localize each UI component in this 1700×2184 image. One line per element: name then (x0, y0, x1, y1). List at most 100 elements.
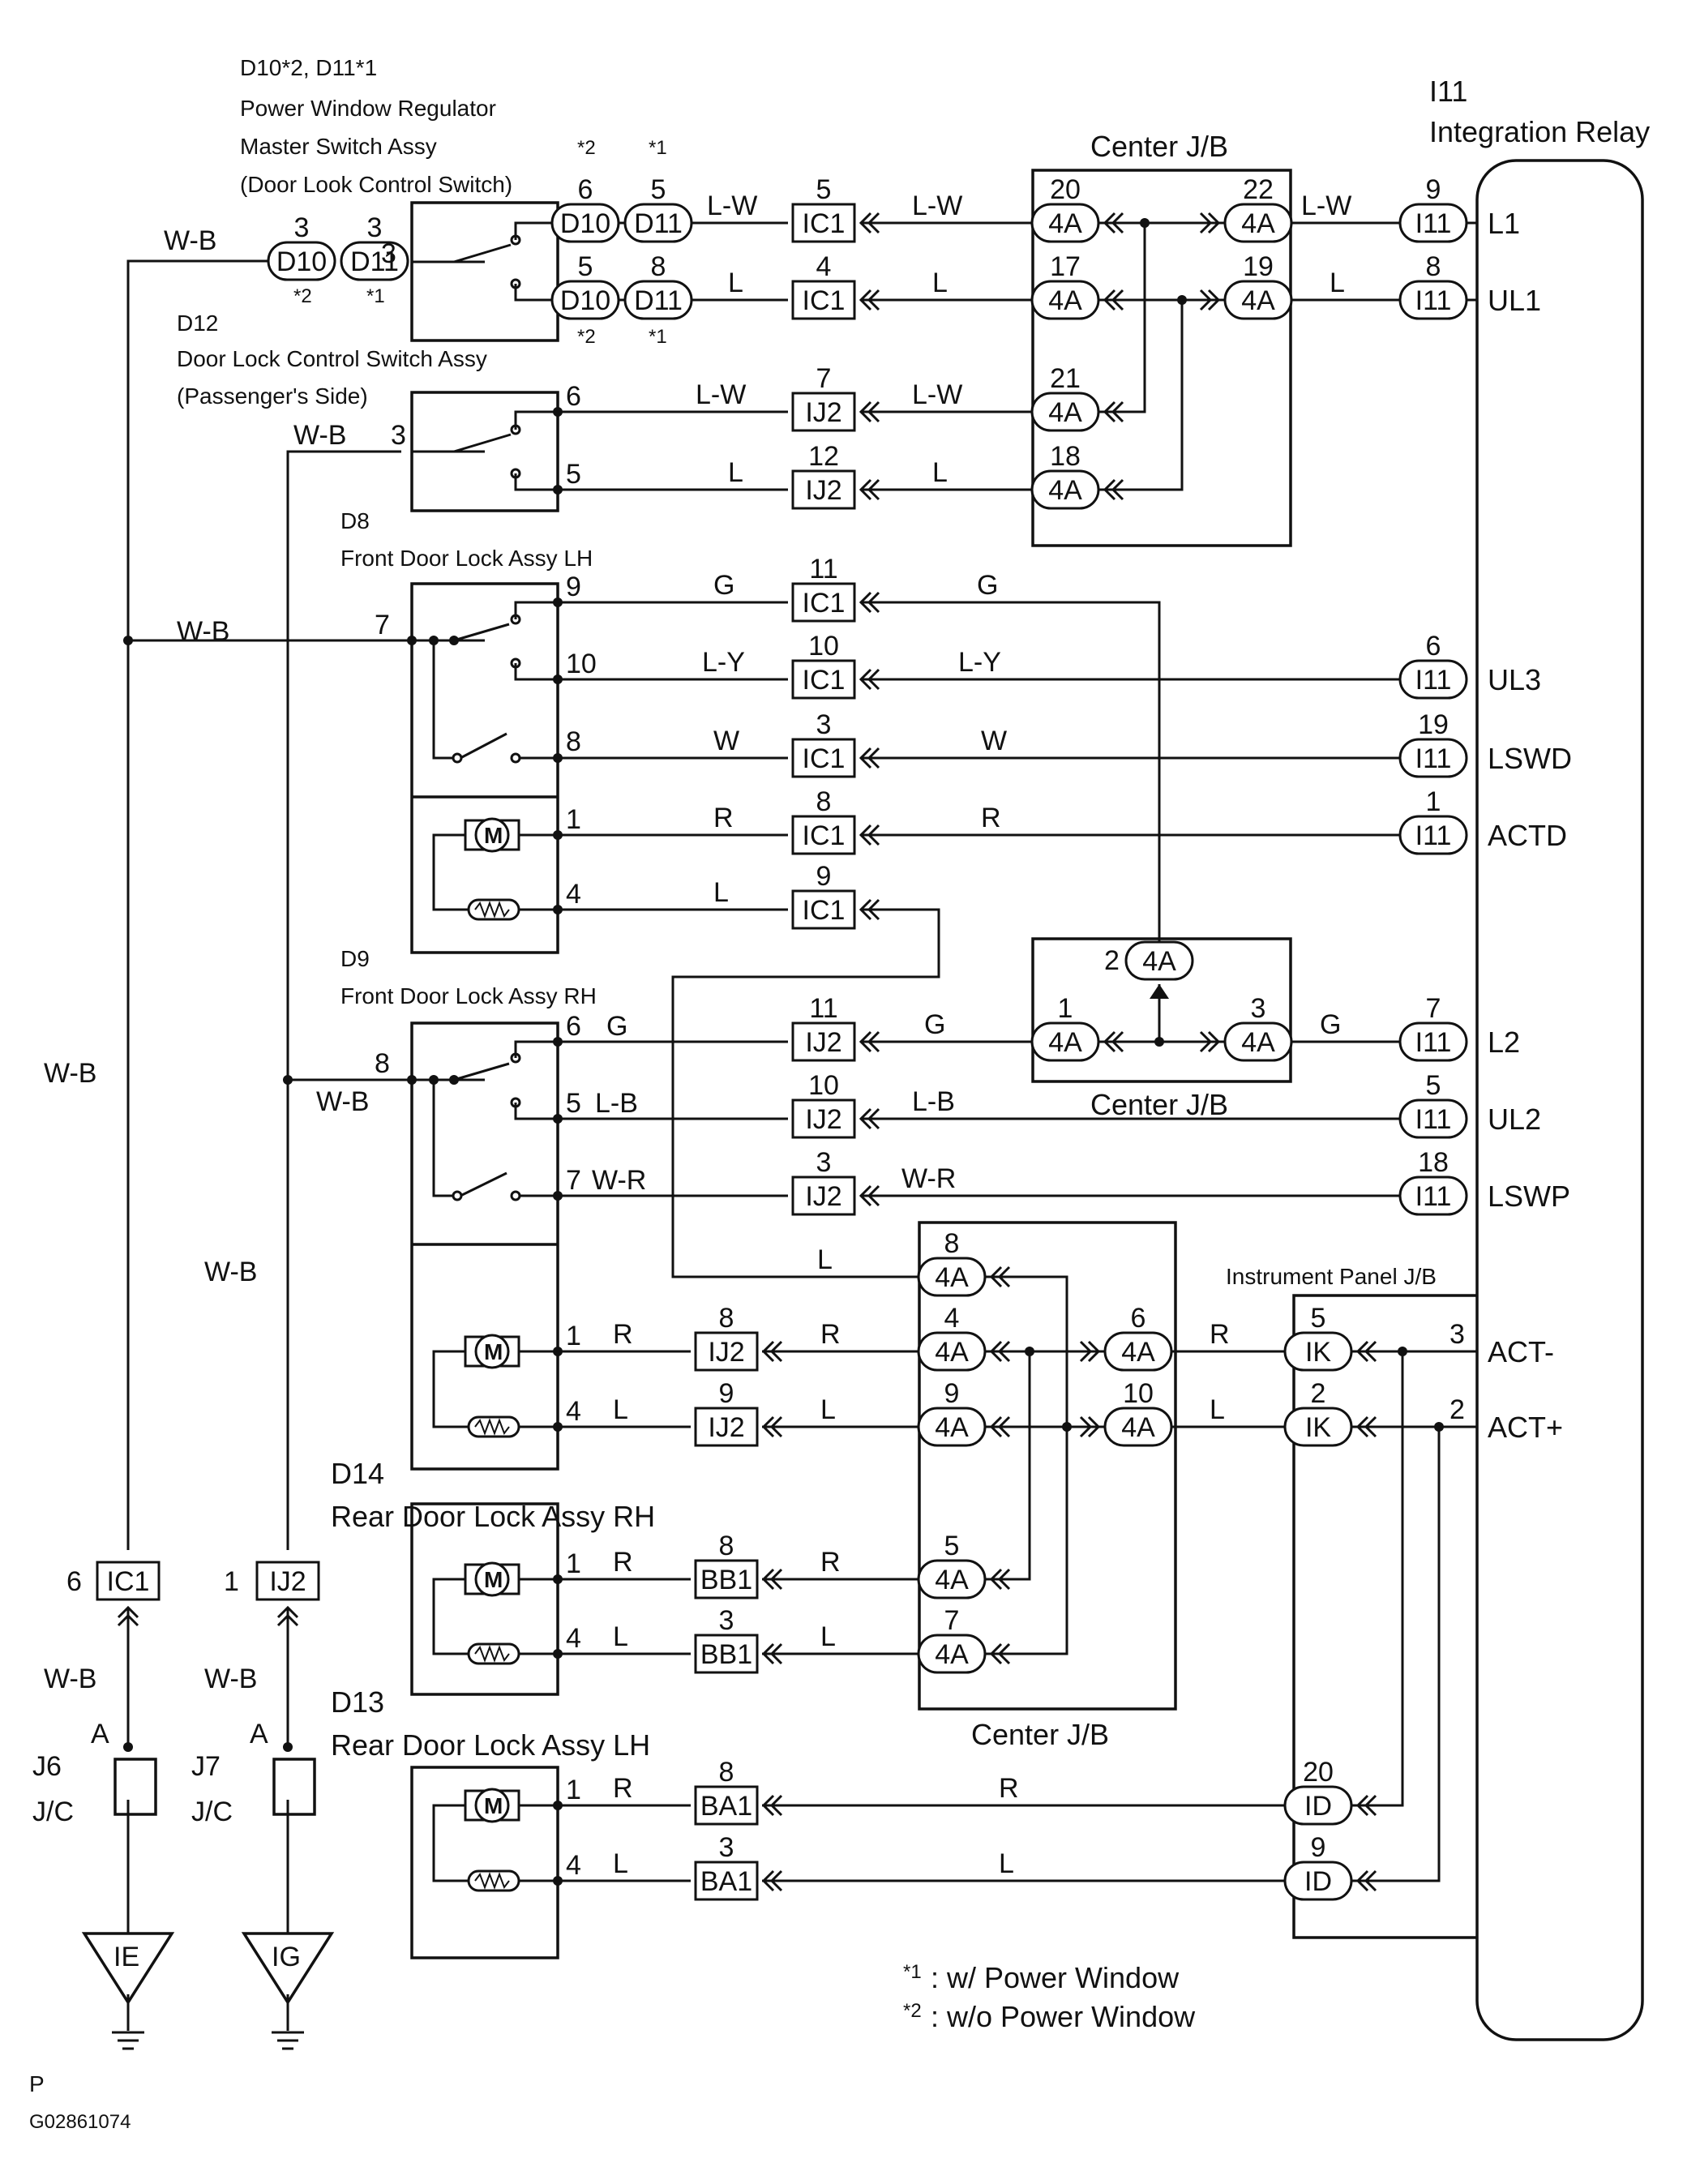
wire-color-label: L (713, 877, 729, 908)
svg-text:9: 9 (944, 1378, 960, 1409)
svg-text:8: 8 (719, 1303, 734, 1334)
wire-color-label: W-R (592, 1165, 646, 1196)
wire-color-label: G (977, 570, 998, 601)
arrow-tip (1150, 984, 1169, 999)
svg-text:G02861074: G02861074 (29, 2111, 131, 2133)
wire-color-label: G (606, 1011, 627, 1042)
svg-text:2: 2 (1311, 1378, 1326, 1409)
wire-color-label: L-B (912, 1086, 955, 1117)
svg-text:10: 10 (1123, 1378, 1154, 1409)
svg-text:I11: I11 (1415, 1181, 1452, 1212)
rear-rh-motor: M (432, 1561, 558, 1665)
pin-number: 8 (375, 1048, 390, 1079)
connector-4A: 4A7 (917, 1605, 1011, 1674)
svg-text:IC1: IC1 (803, 820, 846, 851)
svg-text:IJ2: IJ2 (805, 475, 841, 506)
front-rh-box (410, 1021, 559, 1471)
svg-text:Center J/B: Center J/B (1090, 130, 1228, 163)
svg-text:20: 20 (1303, 1757, 1334, 1788)
pin-number: 4 (566, 1623, 581, 1654)
svg-text:D10: D10 (560, 285, 610, 316)
svg-text:L2: L2 (1488, 1026, 1520, 1059)
svg-text:I11: I11 (1429, 75, 1467, 108)
wire-color-label: L-Y (958, 647, 1001, 678)
rear-rh-box (410, 1502, 559, 1696)
svg-text:11: 11 (809, 993, 837, 1024)
svg-text:A: A (250, 1719, 268, 1749)
wire-color-label: W (713, 726, 739, 756)
svg-text:LSWP: LSWP (1488, 1180, 1570, 1213)
svg-text:4A: 4A (1121, 1337, 1155, 1368)
svg-text:D10: D10 (560, 208, 610, 239)
svg-text:6: 6 (578, 174, 593, 205)
pin-number: 1 (566, 1321, 581, 1351)
wire-color-label: R (613, 1319, 633, 1350)
wire-color-label: L (613, 1621, 628, 1652)
pin-number: 7 (566, 1165, 581, 1196)
connector-4A: 4A4 (917, 1303, 1011, 1372)
svg-text:L1: L1 (1488, 207, 1520, 240)
passenger-switch-contacts (412, 410, 558, 491)
label: 1 (224, 1566, 239, 1597)
wire-color-label: L-Y (702, 647, 745, 678)
svg-text:(Door Look Control Switch): (Door Look Control Switch) (240, 172, 512, 197)
pin-number: 5 (566, 459, 581, 490)
svg-text:(Passenger's Side): (Passenger's Side) (177, 383, 368, 409)
wire-color-label: L (613, 1848, 628, 1879)
svg-text:I11: I11 (1415, 1104, 1452, 1135)
svg-text:4A: 4A (1048, 285, 1082, 316)
connector-4A: 4A8 (917, 1228, 1011, 1297)
rear-lh-motor: M (432, 1788, 558, 1892)
label: *1 (366, 285, 385, 307)
wire-color-label: W-B (44, 1058, 96, 1089)
svg-text:IJ2: IJ2 (805, 1027, 841, 1058)
master-switch-contacts (412, 221, 558, 302)
pin-number: 4 (566, 1850, 581, 1881)
wire-color-label: L (820, 1394, 836, 1425)
connector-4A: 4A3 (1199, 993, 1293, 1062)
connector-IK: IK2 (1283, 1378, 1377, 1447)
svg-text:D11: D11 (634, 285, 683, 316)
svg-text:IC1: IC1 (803, 743, 846, 774)
svg-text:J7: J7 (191, 1751, 221, 1782)
svg-text:D8: D8 (340, 508, 370, 533)
svg-text:IC1: IC1 (803, 895, 846, 926)
svg-text:Power Window Regulator: Power Window Regulator (240, 96, 496, 121)
svg-text:3: 3 (816, 1147, 832, 1178)
svg-text:7: 7 (816, 363, 832, 394)
svg-text:UL2: UL2 (1488, 1103, 1541, 1136)
wire-color-label: L (1210, 1394, 1225, 1425)
svg-text:IC1: IC1 (107, 1566, 150, 1597)
wire-color-label: L-W (696, 379, 746, 410)
svg-text:BA1: BA1 (700, 1791, 752, 1822)
label: 2 (1449, 1394, 1465, 1425)
svg-text:4A: 4A (1121, 1412, 1155, 1443)
svg-text:Integration Relay: Integration Relay (1429, 115, 1650, 148)
svg-text:4: 4 (816, 251, 832, 282)
svg-text:IJ2: IJ2 (805, 397, 841, 428)
svg-text:Front Door Lock Assy RH: Front Door Lock Assy RH (340, 983, 597, 1008)
wires (126, 221, 1477, 2031)
center-jb-top: Center J/B (1031, 130, 1292, 547)
rear-rh-label: D14 Rear Door Lock Assy RH (331, 1457, 655, 1533)
wire-color-label: W-R (901, 1163, 956, 1194)
svg-text:3: 3 (367, 212, 383, 243)
svg-text:4A: 4A (1048, 208, 1082, 239)
svg-text:IK: IK (1305, 1412, 1331, 1443)
svg-text:BB1: BB1 (700, 1565, 752, 1595)
svg-text:4A: 4A (935, 1639, 969, 1670)
svg-text:M: M (484, 1339, 503, 1364)
